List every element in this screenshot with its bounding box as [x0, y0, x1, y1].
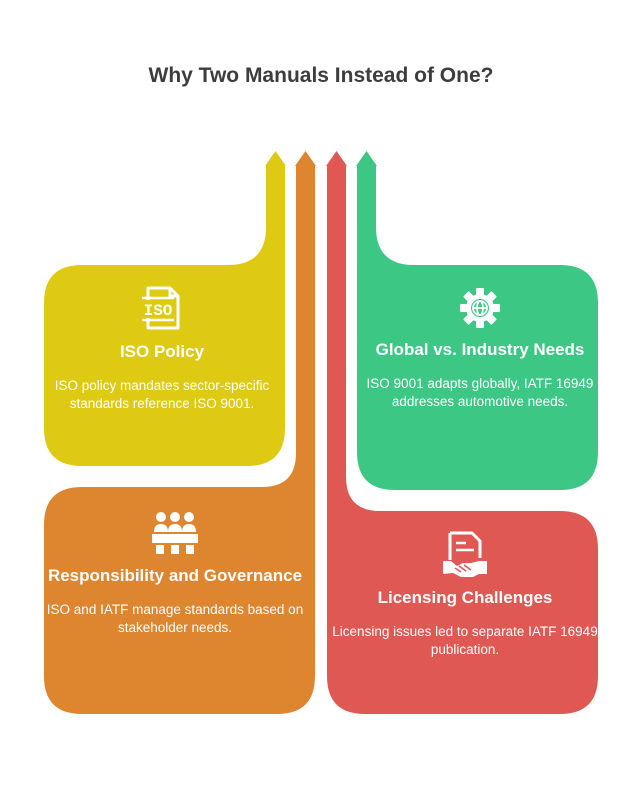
- contract-handshake-icon: [441, 530, 489, 578]
- licensing-block: [327, 166, 598, 714]
- global-vs-industry-title: Global vs. Industry Needs: [375, 340, 585, 359]
- iso-policy-title: ISO Policy: [119, 342, 205, 361]
- iso-policy-card: ISO ISO Policy ISO policy mandates secto…: [44, 284, 280, 413]
- responsibility-card: Responsibility and Governance ISO and IA…: [44, 508, 306, 637]
- licensing-card: Licensing Challenges Licensing issues le…: [332, 530, 598, 659]
- yellow-arrow-head: [265, 151, 286, 166]
- responsibility-title: Responsibility and Governance: [47, 566, 303, 585]
- page-title: Why Two Manuals Instead of One?: [148, 64, 494, 87]
- orange-arrow-head: [295, 151, 316, 166]
- group-meeting-icon: [150, 508, 200, 556]
- licensing-description: Licensing issues led to separate IATF 16…: [332, 624, 598, 657]
- iso-policy-description: ISO policy mandates sector-specific stan…: [54, 378, 270, 411]
- green-arrow-head: [356, 151, 377, 166]
- gear-globe-icon: [456, 284, 504, 332]
- licensing-title: Licensing Challenges: [377, 588, 553, 607]
- responsibility-block: [44, 166, 315, 714]
- global-vs-industry-card: Global vs. Industry Needs ISO 9001 adapt…: [362, 284, 598, 411]
- global-vs-industry-description: ISO 9001 adapts globally, IATF 16949 add…: [366, 376, 594, 409]
- red-arrow-head: [326, 151, 347, 166]
- svg-text:ISO: ISO: [144, 302, 173, 320]
- responsibility-description: ISO and IATF manage standards based on s…: [46, 602, 304, 635]
- iso-document-icon: ISO: [138, 284, 186, 332]
